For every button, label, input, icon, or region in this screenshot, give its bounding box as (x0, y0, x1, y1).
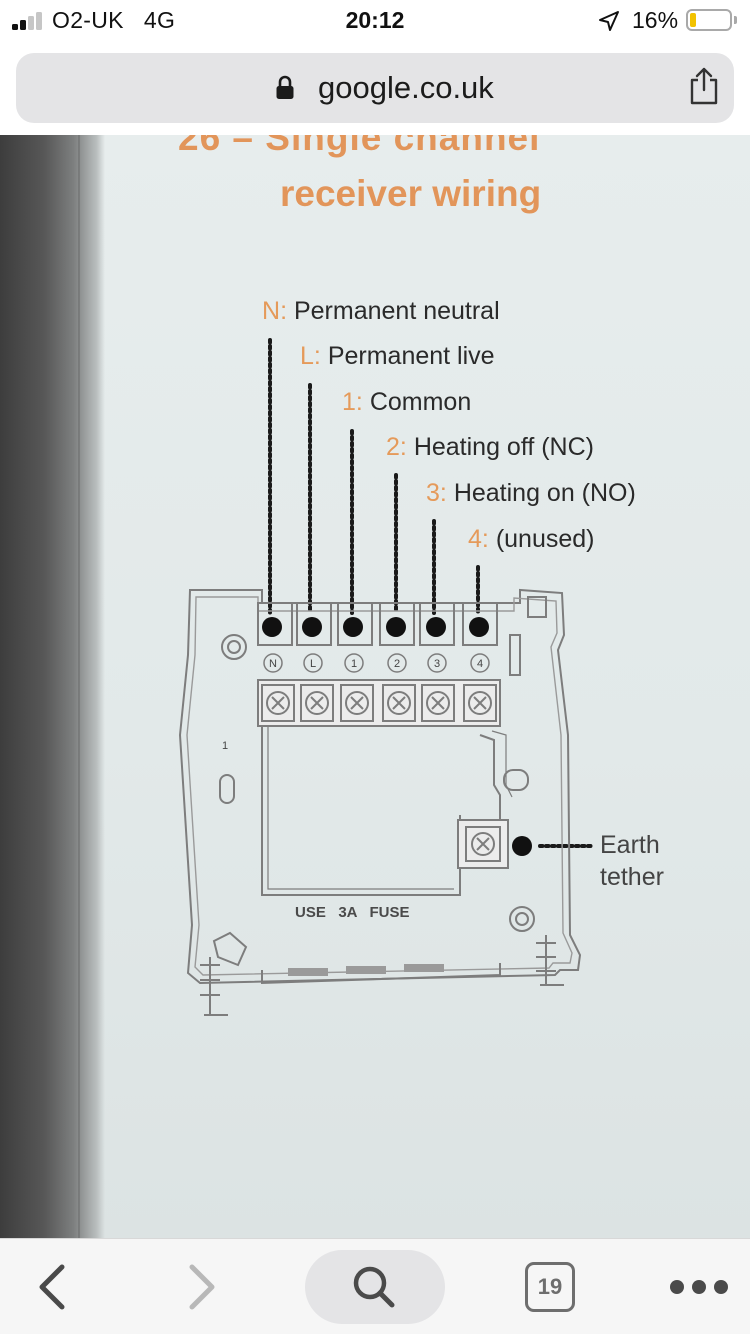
tether-label: tether (600, 863, 664, 891)
browser-toolbar: 19 (0, 1238, 750, 1334)
terminal-label-n: N: Permanent neutral (262, 297, 500, 326)
manual-title-line1: 26 – Single channel (178, 135, 541, 158)
terminal-circle-label: 2 (394, 658, 400, 670)
terminal-colon: : (355, 388, 363, 416)
terminal-key: L (300, 342, 314, 370)
terminal-key: 1 (342, 388, 356, 416)
terminal-circle-label: 3 (434, 658, 440, 670)
share-icon[interactable] (687, 66, 721, 106)
page-shadow (0, 135, 105, 1238)
terminal-description: Permanent neutral (293, 297, 500, 325)
chevron-right-icon[interactable] (180, 1261, 220, 1313)
terminal-colon: : (439, 479, 447, 507)
url-text[interactable]: google.co.uk (318, 70, 494, 105)
terminal-description: Common (369, 388, 472, 416)
earth-terminal (457, 819, 509, 869)
terminal-key: 4 (468, 525, 482, 553)
terminal-label-3: 3: Heating on (NO) (426, 479, 636, 508)
screw-terminal-block (257, 679, 501, 727)
terminal-key: 3 (426, 479, 440, 507)
status-bar: O2-UK 4G 20:12 16% (0, 0, 750, 42)
terminal-colon: : (481, 525, 489, 553)
terminal-colon: : (313, 342, 321, 370)
earth-label: Earth (600, 831, 660, 859)
terminal-slots (257, 602, 498, 646)
page-fold (78, 135, 80, 1238)
mounting-screws (200, 935, 564, 1016)
terminal-key: 2 (386, 433, 400, 461)
tab-count: 19 (537, 1274, 563, 1299)
clock: 20:12 (345, 7, 405, 33)
terminal-circle-label: N (269, 658, 277, 670)
more-icon[interactable] (664, 1274, 734, 1300)
manual-title-line2: receiver wiring (280, 173, 542, 214)
battery-percent: 16% (632, 7, 679, 33)
location-arrow-icon (599, 11, 619, 31)
terminal-circle-label: 4 (477, 658, 483, 670)
terminal-description: (unused) (495, 525, 595, 553)
battery-icon (686, 9, 732, 31)
search-button[interactable] (305, 1250, 445, 1324)
carrier-label: O2-UK 4G (52, 7, 176, 33)
terminal-description: Heating off (NC) (413, 433, 594, 461)
terminal-colon: : (280, 297, 288, 325)
terminal-description: Heating on (NO) (453, 479, 636, 507)
terminal-label-l: L: Permanent live (300, 342, 495, 371)
terminal-description: Permanent live (327, 342, 495, 370)
tabs-button[interactable]: 19 (525, 1262, 575, 1312)
terminal-label-4: 4: (unused) (468, 525, 594, 554)
board-mark: 1 (222, 740, 228, 752)
terminal-label-1: 1: Common (342, 388, 471, 417)
chevron-left-icon[interactable] (34, 1261, 74, 1313)
terminal-label-2: 2: Heating off (NC) (386, 433, 594, 462)
terminal-circles (263, 653, 490, 673)
fuse-marking: USE 3A FUSE (295, 904, 409, 921)
terminal-colon: : (399, 433, 407, 461)
terminal-key: N (262, 297, 281, 325)
wiring-diagram: N L 1 2 3 4 (178, 338, 596, 1016)
receiver-backplate (178, 588, 582, 985)
connection-dots (262, 617, 532, 856)
signal-strength-icon (12, 12, 46, 30)
photo-content: 26 – Single channel receiver wiring N: P… (0, 135, 750, 1238)
leader-lines (268, 338, 596, 848)
search-icon (353, 1266, 395, 1308)
terminal-circle-label: 1 (351, 658, 357, 670)
terminal-circle-label: L (310, 658, 316, 670)
lock-icon (276, 75, 294, 99)
address-bar[interactable]: google.co.uk (16, 53, 734, 123)
battery-cap (734, 16, 737, 24)
battery-level (690, 13, 696, 27)
